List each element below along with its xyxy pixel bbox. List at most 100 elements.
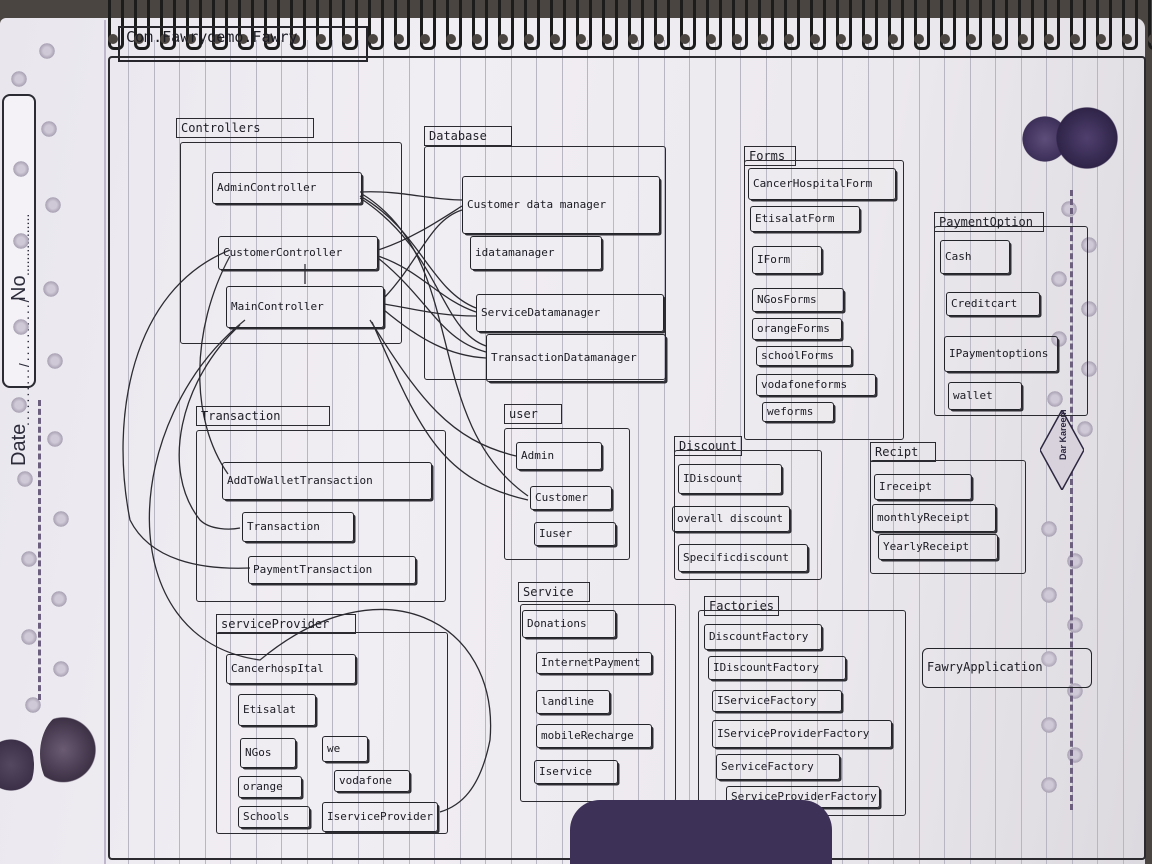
punch-hole <box>914 34 924 44</box>
punch-hole <box>732 34 742 44</box>
vine-decoration-right <box>1070 190 1083 810</box>
spiral-ring <box>1148 0 1152 50</box>
flower-icon <box>1040 520 1058 538</box>
punch-hole <box>238 34 248 44</box>
class-etisalat: Etisalat <box>238 694 316 726</box>
spiral-ring <box>316 0 332 50</box>
spiral-ring <box>472 0 488 50</box>
package-controllers-box <box>180 142 402 344</box>
ruled-line <box>893 40 894 864</box>
spiral-ring <box>212 0 228 50</box>
class-idiscount: IDiscount <box>678 464 782 494</box>
spiral-ring <box>368 0 384 50</box>
spiral-ring <box>576 0 592 50</box>
punch-hole <box>264 34 274 44</box>
ruled-line <box>1021 40 1022 864</box>
class-admincontroller: AdminController <box>212 172 362 204</box>
class-ireceipt: Ireceipt <box>874 474 972 500</box>
flower-icon <box>20 550 38 568</box>
package-paymentoption-box <box>934 226 1088 416</box>
punch-hole <box>680 34 690 44</box>
binder-tab <box>570 800 832 864</box>
ruled-line <box>562 40 563 864</box>
punch-hole <box>602 34 612 44</box>
spiral-ring <box>550 0 566 50</box>
punch-hole <box>810 34 820 44</box>
flower-icon <box>1080 236 1098 254</box>
spiral-ring <box>290 0 306 50</box>
flower-icon <box>10 396 28 414</box>
flower-icon <box>12 160 30 178</box>
ruled-line <box>970 40 971 864</box>
cartoon-sheep-icon <box>40 712 98 796</box>
flower-icon <box>20 628 38 646</box>
spiral-ring <box>862 0 878 50</box>
spiral-ring <box>836 0 852 50</box>
package-discount-box <box>674 450 822 580</box>
spiral-ring <box>992 0 1008 50</box>
class-orangeforms: orangeForms <box>752 318 842 340</box>
flower-icon <box>1040 586 1058 604</box>
punch-hole <box>862 34 872 44</box>
spiral-ring <box>108 0 124 50</box>
spiral-ring <box>810 0 826 50</box>
flower-icon <box>1080 300 1098 318</box>
spiral-ring <box>706 0 722 50</box>
class-weforms: weforms <box>762 402 834 422</box>
ruled-line <box>791 40 792 864</box>
flower-icon <box>12 232 30 250</box>
spiral-ring <box>680 0 696 50</box>
punch-hole <box>1096 34 1106 44</box>
class-creditcart: Creditcart <box>946 292 1040 316</box>
package-controllers-label: Controllers <box>176 118 314 138</box>
flower-icon <box>38 42 56 60</box>
spiral-ring <box>394 0 410 50</box>
class-cancerhospitalform: CancerHospitalForm <box>748 168 896 200</box>
ruled-line <box>689 40 690 864</box>
punch-hole <box>472 34 482 44</box>
package-serviceprovider-label: serviceProvider <box>216 614 356 634</box>
package-user-label: user <box>504 404 562 424</box>
class-idiscountfactory: IDiscountFactory <box>708 656 846 680</box>
spiral-ring <box>966 0 982 50</box>
spiral-ring <box>1044 0 1060 50</box>
class-iform: IForm <box>752 246 822 274</box>
ruled-line <box>766 40 767 864</box>
spiral-ring <box>732 0 748 50</box>
flower-icon <box>1080 360 1098 378</box>
flower-icon <box>46 352 64 370</box>
spiral-ring <box>914 0 930 50</box>
spiral-ring <box>1070 0 1086 50</box>
spiral-ring <box>1018 0 1034 50</box>
flower-icon <box>50 590 68 608</box>
margin-line <box>104 20 106 864</box>
punch-hole <box>186 34 196 44</box>
package-transaction-box <box>196 430 446 602</box>
class-ngos: NGos <box>240 738 296 768</box>
package-receipt-label: Recipt <box>870 442 936 462</box>
class-idatamanager: idatamanager <box>470 236 602 270</box>
root-package-tab: Com.Fawrydemo.Fawry <box>118 26 368 62</box>
spiral-ring <box>342 0 358 50</box>
punch-hole <box>836 34 846 44</box>
punch-hole <box>758 34 768 44</box>
class-transaction: Transaction <box>242 512 354 542</box>
flower-icon <box>24 696 42 714</box>
class-transactiondatamanager: TransactionDatamanager <box>486 334 666 382</box>
punch-hole <box>706 34 716 44</box>
ruled-line <box>995 40 996 864</box>
punch-hole <box>654 34 664 44</box>
class-discountfactory: DiscountFactory <box>704 624 822 650</box>
ruled-line <box>740 40 741 864</box>
ruled-line <box>664 40 665 864</box>
flower-icon <box>1040 650 1058 668</box>
class-internetpayment: InternetPayment <box>536 652 652 674</box>
class-etisalatform: EtisalatForm <box>750 206 860 232</box>
flower-icon <box>46 430 64 448</box>
class-customercontroller: CustomerController <box>218 236 378 270</box>
package-discount-label: Discount <box>674 436 742 456</box>
class-ngosforms: NGosForms <box>752 288 844 312</box>
punch-hole <box>1122 34 1132 44</box>
ruled-line <box>638 40 639 864</box>
class-admin: Admin <box>516 442 602 470</box>
